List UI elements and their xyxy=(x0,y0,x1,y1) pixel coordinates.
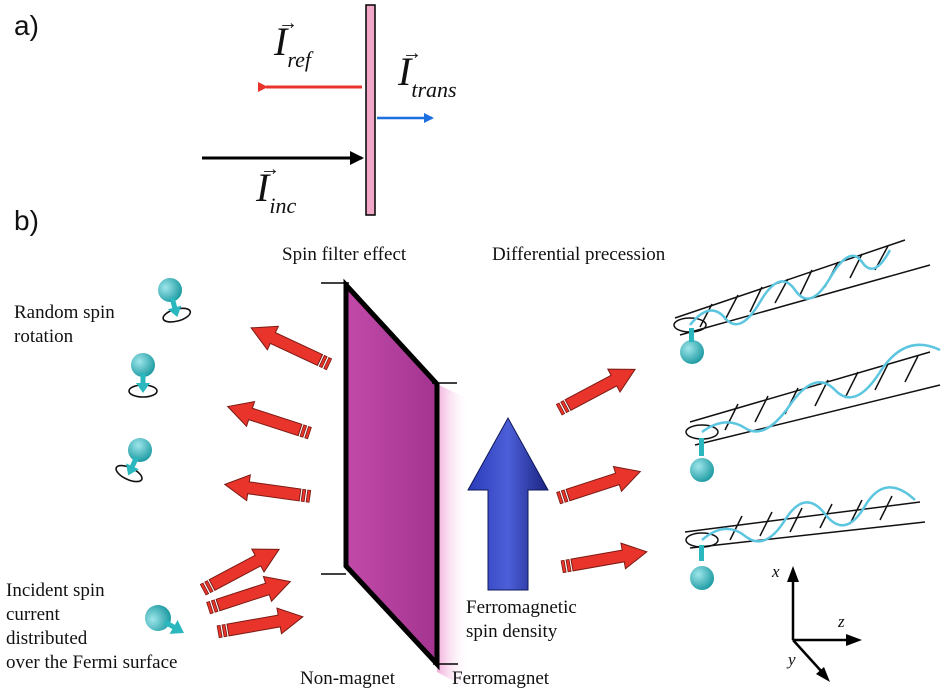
incident-arrow-3 xyxy=(215,603,306,646)
spin-ball-3 xyxy=(112,432,159,486)
label-differential-precession: Differential precession xyxy=(492,244,666,265)
spin-ball-1 xyxy=(152,273,193,326)
label-incident-1: Incident spin xyxy=(6,580,105,601)
label-incident-4: over the Fermi surface xyxy=(6,652,178,673)
label-incident-3: distributed xyxy=(6,628,88,649)
label-ferromagnet: Ferromagnet xyxy=(452,668,550,689)
transmitted-arrow-2 xyxy=(553,458,645,511)
reflected-arrow-1 xyxy=(245,315,336,377)
label-random-rotation-1: Random spin xyxy=(14,302,115,323)
spin-ball-2 xyxy=(128,352,158,398)
axis-label-x: x xyxy=(772,562,780,581)
ferromagnetic-spin-arrow xyxy=(467,416,549,591)
axis-label-y: y xyxy=(788,650,796,669)
interface-slab xyxy=(321,278,470,690)
reflected-arrow-3 xyxy=(222,471,313,510)
vector-label-ref: →Iref xyxy=(274,12,311,72)
label-random-rotation-2: rotation xyxy=(14,326,74,347)
panel-label-a: a) xyxy=(14,10,39,41)
transmitted-arrow-1 xyxy=(552,357,642,422)
label-non-magnet: Non-magnet xyxy=(300,668,395,689)
panel-label-b: b) xyxy=(14,205,39,236)
label-ferromagnetic-1: Ferromagnetic xyxy=(466,597,577,618)
membrane-bar xyxy=(365,4,376,216)
coordinate-axes xyxy=(787,566,862,682)
precession-tube-1 xyxy=(673,239,931,364)
label-incident-2: current xyxy=(6,604,60,625)
spin-ball-incident xyxy=(145,605,184,634)
transmitted-arrow-3 xyxy=(559,538,650,581)
precession-tube-2 xyxy=(685,343,941,482)
vector-label-trans: →Itrans xyxy=(398,42,457,102)
label-ferromagnetic-2: spin density xyxy=(466,621,558,642)
reflected-arrow-2 xyxy=(223,393,315,446)
vector-label-inc: →Iinc xyxy=(256,158,297,218)
axis-label-z: z xyxy=(838,612,845,631)
label-spin-filter: Spin filter effect xyxy=(282,244,407,265)
precession-tube-3 xyxy=(684,486,926,590)
